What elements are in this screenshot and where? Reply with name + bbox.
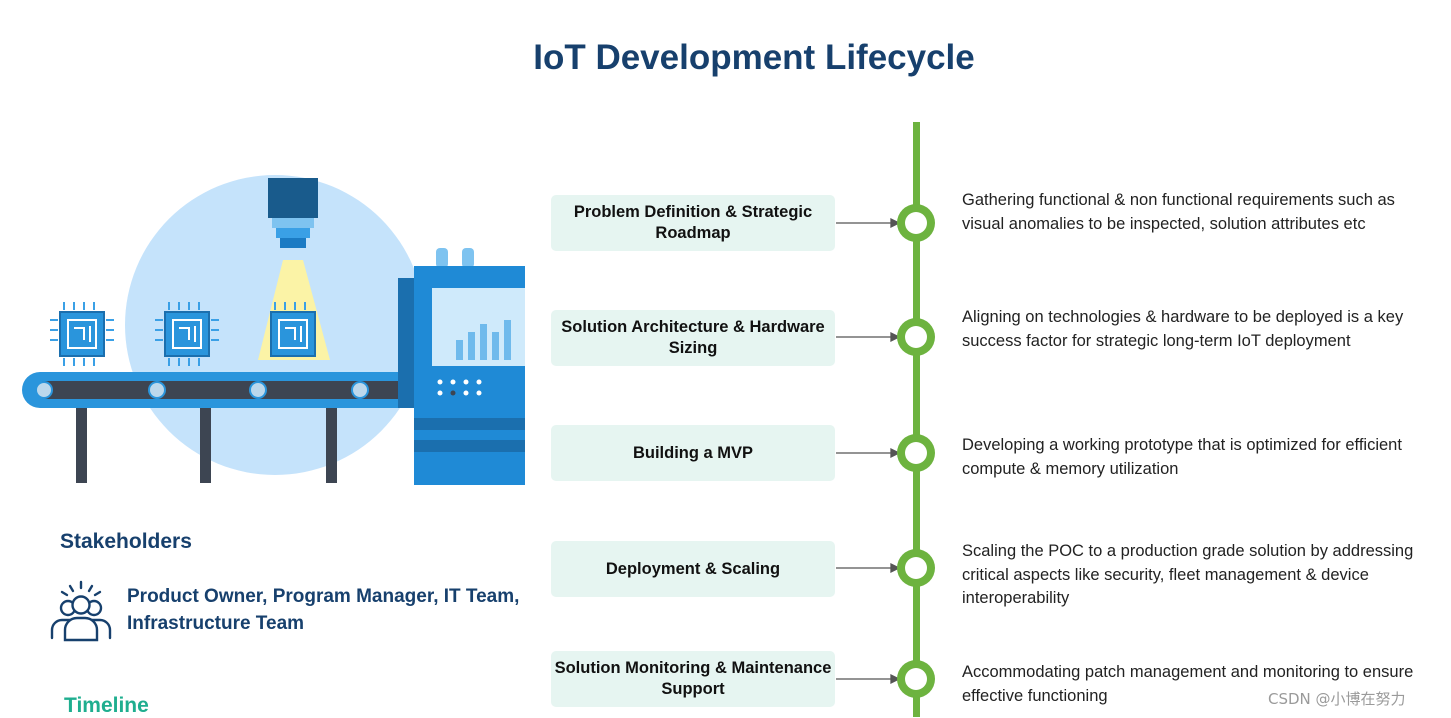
stage-box-deployment-scaling: Deployment & Scaling [551,541,835,597]
stage-description-problem-definition: Gathering functional & non functional re… [962,191,1395,233]
stage-description-solution-architecture: Aligning on technologies & hardware to b… [962,308,1404,350]
stakeholders-heading: Stakeholders [60,530,192,553]
people-group-icon [50,580,112,642]
stage-box-monitoring-support: Solution Monitoring & Maintenance Suppor… [551,651,835,707]
timeline-heading: Timeline [64,694,149,717]
stage-box-problem-definition: Problem Definition & Strategic Roadmap [551,195,835,251]
stage-description-building-mvp: Developing a working prototype that is o… [962,436,1402,478]
stage-description-deployment-scaling: Scaling the POC to a production grade so… [962,542,1414,607]
watermark: CSDN @小博在努力 [1268,690,1406,708]
stage-box-building-mvp: Building a MVP [551,425,835,481]
timeline-line [913,122,920,717]
factory-conveyor-illustration [22,175,525,485]
stakeholders-list: Product Owner, Program Manager, IT Team,… [127,586,520,634]
stage-box-solution-architecture: Solution Architecture & Hardware Sizing [551,310,835,366]
stage-description-monitoring-support: Accommodating patch management and monit… [962,663,1414,705]
page-title: IoT Development Lifecycle [533,38,975,77]
